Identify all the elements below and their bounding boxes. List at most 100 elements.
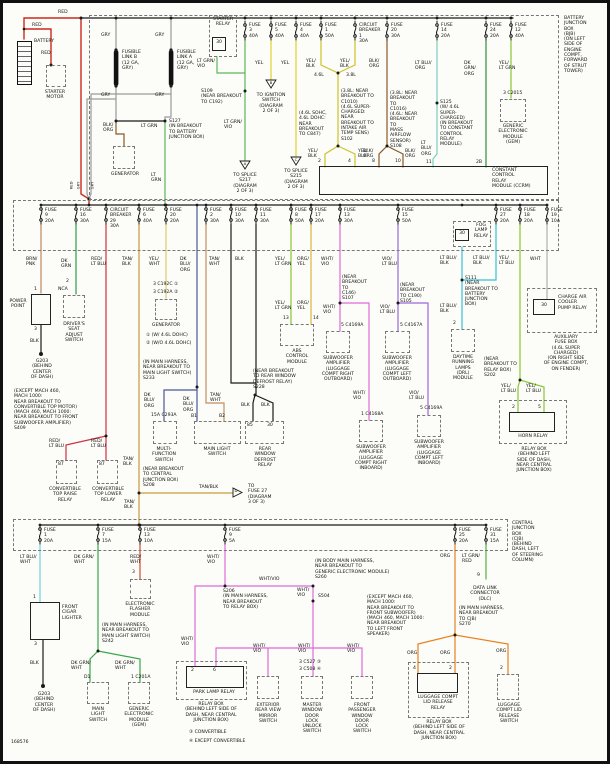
wire-label-yel-blk: YEL/ BLK	[340, 59, 350, 70]
fuse-label: FUSE 18 20A	[524, 208, 536, 224]
fog-lamp-relay-box	[453, 221, 491, 247]
wire-label-tan-blk: TAN/ BLK	[124, 500, 135, 511]
wire-label-yel-lt-grn: YEL/ LT GRN	[275, 301, 292, 312]
fuse-label: FUSE 11 30A	[260, 208, 272, 224]
luggage-relay-pin-4: 4	[413, 666, 416, 671]
wire-label-org-yel: ORG/ YEL	[297, 257, 309, 268]
wire-label-blk: BLK	[30, 339, 39, 344]
ccrm-pin-8: 8	[372, 159, 375, 164]
fuse-label: FUSE 3 40A	[249, 23, 261, 39]
ext-mirror-switch-label: EXTERIOR REAR VIEW MIRROR SWITCH	[255, 703, 281, 724]
fog-lamp-relay-label: FOG LAMP RELAY	[473, 223, 489, 239]
splice-s504-note: (EXCEPT MACH 460, MACH 1000: NEAR BREAKO…	[367, 595, 425, 637]
mls-pin-b2: B2	[219, 414, 226, 419]
wire-label-gry: GRY	[155, 33, 165, 38]
subwoofer-li-box	[417, 415, 441, 437]
splice-s202-note: (NEAR BREAKOUT TO RELAY BOX) S202	[484, 357, 517, 378]
note-c847: (4.6L SOHC, 4.6L DOHC: NEAR BREAKOUT TO …	[299, 111, 327, 138]
defrost-pin-30: 30	[267, 423, 273, 428]
splice-s208-note: (NEAR BREAKOUT TO CENTRAL JUNCTION BOX) …	[143, 467, 184, 488]
wire-label-wht-vio: WHT/ VIO	[253, 644, 266, 655]
wire-label-blk: BLK	[241, 403, 250, 408]
horn-pin-2: 2	[512, 405, 515, 410]
ground-g203: G203 (BEHIND CENTER OF DASH)	[32, 692, 56, 713]
splice-s125-note: S125 (W/ 4.6L SUPER- CHARGED) (IN BREAKO…	[440, 100, 473, 148]
splice-s260-note: (IN BODY MAIN HARNESS, NEAR BREAKOUT TO …	[315, 559, 390, 580]
aux-fuse-box	[527, 288, 597, 333]
subwoofer-ri-connector: 1 C4168A	[361, 412, 384, 417]
horn-relay-box	[509, 412, 555, 432]
fuse-label: FUSE 9 20A	[45, 208, 57, 224]
defrost-pin-85: 85	[247, 423, 253, 428]
wire-label-blk: BLK	[261, 403, 270, 408]
abs-pin-13: 13	[283, 316, 289, 321]
wire-label-gry-vert: GRY	[89, 181, 95, 190]
starter-relay-pin: 30	[216, 40, 222, 45]
wire-label-wht-vio: WHT/ VIO	[207, 555, 220, 566]
wire-label-red: RED	[58, 10, 68, 15]
wire-label-lt-blu-blk: LT BLU/ BLK	[440, 256, 457, 267]
conv-raise-relay-label: CONVERTIBLE TOP RAISE RELAY	[49, 487, 81, 503]
seat-switch-nca: NCA	[58, 287, 68, 292]
subwoofer-ro-label: SUBWOOFER AMPLIFIER (LUGGAGE COMPT RIGHT…	[321, 356, 355, 383]
multifunction-switch-box	[153, 421, 177, 444]
fuse-label: FUSE 24 20A	[490, 23, 502, 39]
fuse-label: FUSE 13 30A	[344, 208, 356, 224]
generator-box-1	[113, 146, 135, 169]
wire-label-wht-vio: WHT/ VIO	[353, 391, 366, 402]
battery-symbol	[17, 41, 32, 85]
generator-label: GENERATOR	[110, 172, 140, 177]
wire-label-blk-org: BLK/ ORG	[363, 149, 374, 160]
mls-pin-b1: B1	[191, 414, 198, 419]
wire-label-brn-pnk: BRN/ PNK	[26, 257, 38, 268]
horn-relay-label: HORN RELAY	[518, 434, 548, 439]
relay-box-label: RELAY BOX (BEHIND LEFT SIDE OF DASH, NEA…	[413, 720, 465, 741]
to-ignition-switch: TO IGNITION SWITCH (DIAGRAM 2 OF 3)	[256, 93, 286, 114]
abs-module-box	[280, 324, 314, 346]
ext-mirror-switch-box	[257, 676, 279, 699]
subwoofer-li-label: SUBWOOFER AMPLIFIER (LUGGAGE COMPT LEFT …	[414, 440, 444, 467]
luggage-switch-label: LUGGAGE COMPT LID RELEASE SWITCH	[496, 703, 522, 724]
fuse-label: FUSE 12 40A	[515, 23, 527, 39]
splice-s409-note: (EXCEPT MACH 460, MACH 1000: NEAR BREAKO…	[14, 389, 79, 431]
drl-pin-2: 2	[453, 321, 456, 326]
wire-label-org: ORG	[440, 554, 451, 559]
gem-bot-connector: 1 C201A	[131, 675, 151, 680]
fuse-label: FUSE 1 50A	[325, 23, 337, 39]
wire-label-dk-grn-org: DK GRN/ ORG	[464, 61, 476, 77]
footnote-4: ④ EXCEPT CONVERTIBLE	[189, 739, 246, 744]
battery-junction-box	[89, 15, 559, 200]
mfs-label: MULTI- FUNCTION SWITCH	[152, 447, 176, 463]
cigar-lighter-label: FRONT CIGAR LIGHTER	[62, 605, 82, 621]
fuse-label: FUSE 8 50A	[295, 208, 307, 224]
splice-s270-note: (IN MAIN HARNESS, NEAR BREAKOUT TO CJB) …	[459, 606, 504, 627]
gem-connector: 3 C2015	[503, 91, 523, 96]
fusible-link-b-label: FUSIBLE LINK B (12 GA, GRY)	[122, 50, 141, 71]
fog-lamp-relay-contact	[455, 229, 469, 241]
wire-label-lt-blu-blk: LT BLU/ BLK	[473, 256, 490, 267]
horn-relay-outer-box	[499, 400, 567, 444]
wire-label-dk-grn-wht: DK GRN/ WHT	[115, 661, 135, 672]
cjb-label: CENTRAL JUNCTION BOX (CJB) (BEHIND DASH,…	[512, 521, 543, 563]
wire-label-lt-blu-wht: LT BLU/ WHT	[20, 555, 37, 566]
wire-label-gry-vert: GRY	[75, 181, 81, 190]
park-lamp-relay-label: PARK LAMP RELAY	[193, 690, 235, 695]
power-point-box	[31, 294, 51, 325]
fuse-label: FUSE 20 30A	[391, 23, 403, 39]
wire-label-red-lt-blu: RED/ LT BLU	[91, 439, 107, 450]
wire-label-red: RED	[32, 23, 42, 28]
splice-s107-note: (NEAR BREAKOUT TO C146) S107	[342, 275, 367, 302]
wire-label-yel-lt-grn: YEL/ LT GRN	[275, 257, 292, 268]
master-window-switch-box	[301, 676, 323, 699]
splice-s504: S504	[318, 594, 330, 599]
cac-relay-label: CHARGE AIR COOLER PUMP RELAY	[558, 295, 587, 311]
master-switch-label: MASTER WINDOW DOOR LOCK UNLOCK SWITCH	[301, 703, 323, 735]
wire-label-org: ORG	[496, 649, 507, 654]
triangle-a: A	[243, 161, 247, 166]
ccrm-pin-2b: 2B	[476, 160, 483, 165]
circuit-breaker-label: CIRCUIT BREAKER 1 30A	[359, 23, 381, 44]
wire-label-blk-org: BLK/ ORG	[369, 59, 380, 70]
wire-label-red: RED	[41, 51, 51, 56]
wire-label-wht-vio: WHT/ VIO	[181, 637, 194, 648]
drl-label: DAYTIME RUNNING LAMPS (DRL) MODULE	[452, 355, 474, 382]
